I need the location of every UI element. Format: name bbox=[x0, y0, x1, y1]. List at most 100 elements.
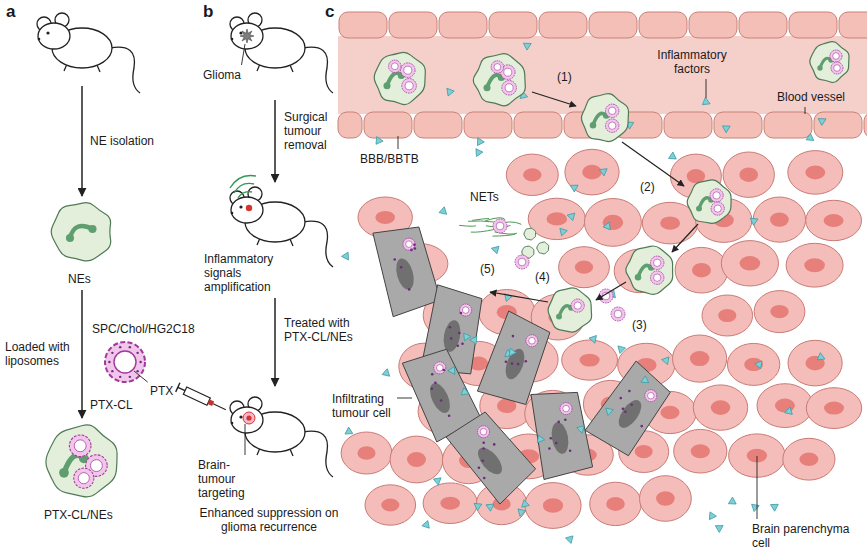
cell-nucleus bbox=[718, 309, 736, 322]
cell-nucleus bbox=[547, 212, 568, 225]
endothelial-cell bbox=[814, 112, 862, 138]
parenchyma-cell bbox=[341, 432, 392, 474]
endothelial-cell bbox=[664, 112, 712, 138]
mouse-eye bbox=[239, 31, 242, 34]
tumour-cell bbox=[446, 412, 535, 504]
tumour-body bbox=[477, 311, 550, 405]
liposome bbox=[491, 61, 503, 73]
endothelial-cell bbox=[689, 12, 737, 38]
part-label: SPC/Chol/HG2C18 bbox=[92, 322, 195, 336]
cell-membrane bbox=[473, 54, 525, 106]
tumour-site bbox=[246, 415, 251, 420]
cell-body bbox=[675, 247, 728, 293]
endothelial-cell bbox=[338, 112, 362, 138]
process-arrow bbox=[274, 298, 276, 386]
tumour-nucleus bbox=[614, 396, 645, 431]
liposome bbox=[515, 255, 529, 269]
liposome-shell bbox=[611, 307, 625, 321]
drug-dot bbox=[555, 442, 558, 445]
cell-nucleus bbox=[690, 351, 710, 366]
process-arrow bbox=[532, 92, 576, 106]
cell-nucleus bbox=[543, 498, 563, 513]
liposome-core bbox=[406, 241, 413, 248]
drug-dot bbox=[434, 381, 437, 384]
drug-dot bbox=[630, 404, 633, 407]
liposome-core bbox=[90, 460, 102, 472]
cell-body bbox=[806, 388, 861, 429]
cell-nucleus bbox=[381, 499, 399, 512]
cell-nucleus bbox=[580, 354, 600, 367]
liposome-core bbox=[462, 307, 469, 314]
drug-dot bbox=[450, 337, 453, 340]
liposome bbox=[460, 304, 472, 316]
leader-line bbox=[757, 456, 758, 519]
drug-dot bbox=[628, 390, 631, 393]
drug-dot bbox=[482, 460, 485, 463]
drug-dot bbox=[569, 450, 572, 453]
nucleus-lobe bbox=[88, 225, 96, 233]
endothelial-cell bbox=[439, 12, 487, 38]
inflammatory-factor bbox=[728, 497, 736, 504]
liposome-shell bbox=[526, 335, 538, 347]
syringe-plunger bbox=[178, 387, 185, 390]
callout-number: (1) bbox=[555, 70, 574, 84]
inflammatory-factor bbox=[752, 504, 760, 511]
inflammatory-factor bbox=[818, 119, 826, 126]
liposome-shell bbox=[711, 202, 724, 215]
parenchyma-cell bbox=[525, 483, 581, 529]
leader-line bbox=[398, 136, 399, 149]
liposome-shell bbox=[831, 62, 843, 74]
mouse-head bbox=[38, 23, 70, 49]
part-label: Glioma bbox=[203, 68, 241, 82]
endothelial-cell bbox=[789, 12, 837, 38]
cell-nucleus bbox=[523, 168, 542, 181]
inflammatory-factor bbox=[342, 252, 349, 260]
liposome bbox=[830, 50, 842, 62]
inflammatory-factor bbox=[771, 504, 779, 511]
net-fibre bbox=[459, 225, 476, 227]
liposome bbox=[605, 104, 618, 117]
liposome-shell bbox=[460, 304, 472, 316]
cell-fragment bbox=[524, 228, 536, 240]
neutrophil-cell bbox=[46, 425, 117, 497]
inflammatory-factor bbox=[439, 207, 447, 215]
part-label: Blood vessel bbox=[775, 90, 847, 104]
drug-dot bbox=[108, 361, 110, 363]
step-label: Treated with PTX-CL/NEs bbox=[284, 316, 362, 344]
leader-line bbox=[805, 107, 806, 114]
inflammatory-factor bbox=[589, 336, 596, 344]
liposome-core bbox=[833, 53, 840, 60]
nucleus-lobe bbox=[590, 122, 596, 128]
parenchyma-cell bbox=[673, 335, 727, 382]
cell-body bbox=[723, 152, 774, 197]
mouse-eye bbox=[239, 205, 242, 208]
drug-dot bbox=[482, 441, 485, 444]
mouse-tail bbox=[303, 47, 333, 93]
neutrophil-cell bbox=[548, 288, 592, 332]
liposome bbox=[502, 81, 517, 96]
inflammatory-factor bbox=[509, 348, 516, 356]
inflammatory-factor bbox=[606, 408, 614, 416]
step-label: Surgical tumour removal bbox=[284, 110, 338, 152]
drug-dot bbox=[622, 407, 625, 410]
tumour-body bbox=[373, 227, 441, 317]
cell-membrane bbox=[46, 425, 117, 497]
liposome-core bbox=[714, 205, 721, 212]
panel-letter: b bbox=[203, 2, 213, 21]
inflammatory-factor bbox=[570, 185, 578, 192]
cell-nucleus bbox=[656, 491, 675, 506]
cell-body bbox=[562, 340, 618, 380]
target-ring bbox=[243, 412, 255, 424]
neutrophil-cell bbox=[473, 54, 525, 106]
cell-nucleus bbox=[691, 444, 710, 458]
tumour-cell bbox=[585, 361, 670, 456]
liposome-core bbox=[404, 66, 412, 74]
cell-body bbox=[423, 483, 477, 524]
endothelial-cell bbox=[489, 12, 537, 38]
liposome-core bbox=[518, 258, 526, 266]
drug-dot bbox=[119, 376, 121, 378]
endothelial-cell bbox=[639, 12, 687, 38]
endothelial-cell bbox=[364, 112, 412, 138]
drug-dot bbox=[620, 397, 623, 400]
